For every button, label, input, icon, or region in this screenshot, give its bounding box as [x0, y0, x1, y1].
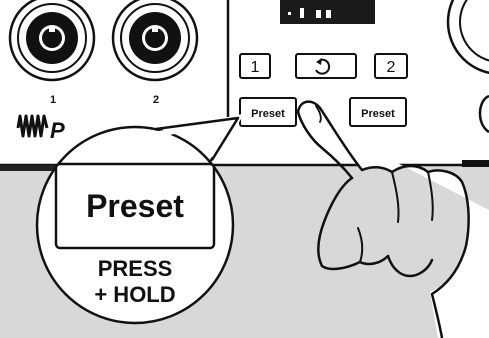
combo-input-2[interactable]: [111, 0, 199, 82]
preset-left-label: Preset: [251, 108, 285, 120]
press-hold-line1: PRESS: [98, 256, 173, 281]
callout-preset-label: Preset: [86, 188, 184, 224]
button-2[interactable]: 2: [374, 53, 408, 79]
volume-knob[interactable]: [446, 0, 489, 75]
combo-input-1[interactable]: [8, 0, 96, 82]
hand-illustration: [296, 100, 489, 338]
reset-button[interactable]: [295, 53, 357, 79]
rotate-icon: [315, 58, 331, 75]
callout-preset-button: Preset: [54, 162, 216, 250]
meter-display: [280, 0, 375, 24]
input-1-label: 1: [50, 94, 56, 106]
button-1-label: 1: [251, 59, 260, 76]
press-hold-line2: + HOLD: [94, 282, 175, 307]
side-knob-edge: [478, 94, 489, 134]
device-shadow-strip-right: [462, 160, 489, 167]
brand-logo: P: [16, 114, 65, 143]
preset-button-right[interactable]: Preset: [349, 97, 407, 127]
preset-button-left[interactable]: Preset: [239, 97, 297, 127]
button-2-label: 2: [387, 59, 396, 76]
button-1[interactable]: 1: [239, 53, 271, 79]
brand-logo-text: P: [50, 118, 65, 143]
preset-right-label: Preset: [361, 108, 395, 120]
input-2-label: 2: [153, 94, 159, 106]
wave-logo-icon: [16, 114, 49, 138]
